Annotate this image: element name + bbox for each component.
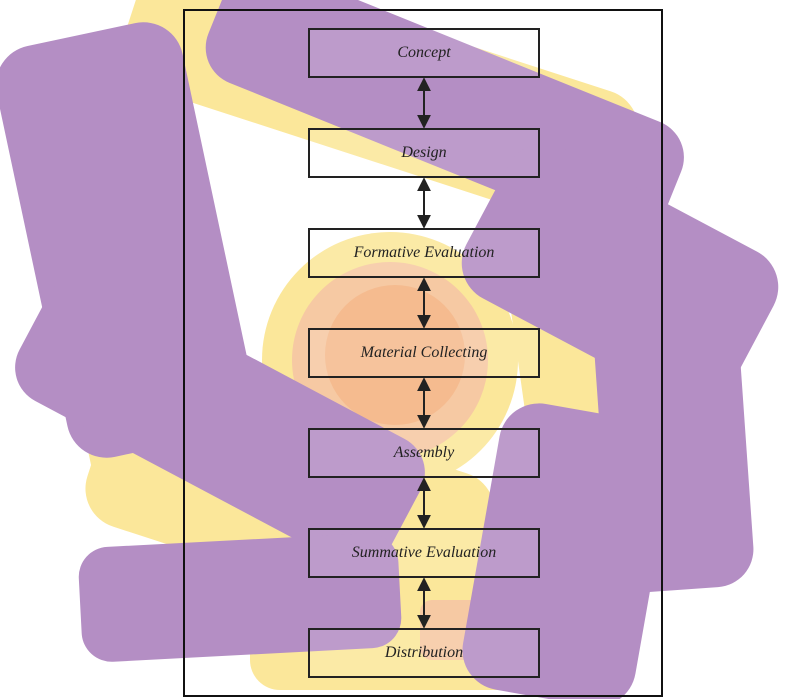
step-box-concept: Concept [308, 28, 540, 78]
step-box-summative-evaluation: Summative Evaluation [308, 528, 540, 578]
step-box-assembly: Assembly [308, 428, 540, 478]
step-box-material-collecting: Material Collecting [308, 328, 540, 378]
step-label: Distribution [384, 644, 464, 661]
step-box-design: Design [308, 128, 540, 178]
step-label: Design [401, 144, 447, 161]
step-box-distribution: Distribution [308, 628, 540, 678]
step-label: Material Collecting [360, 344, 488, 361]
diagram-frame [183, 9, 663, 697]
step-label: Assembly [393, 444, 455, 461]
step-label: Formative Evaluation [353, 244, 495, 261]
step-label: Concept [397, 44, 451, 61]
step-label: Summative Evaluation [351, 544, 497, 561]
step-box-formative-evaluation: Formative Evaluation [308, 228, 540, 278]
